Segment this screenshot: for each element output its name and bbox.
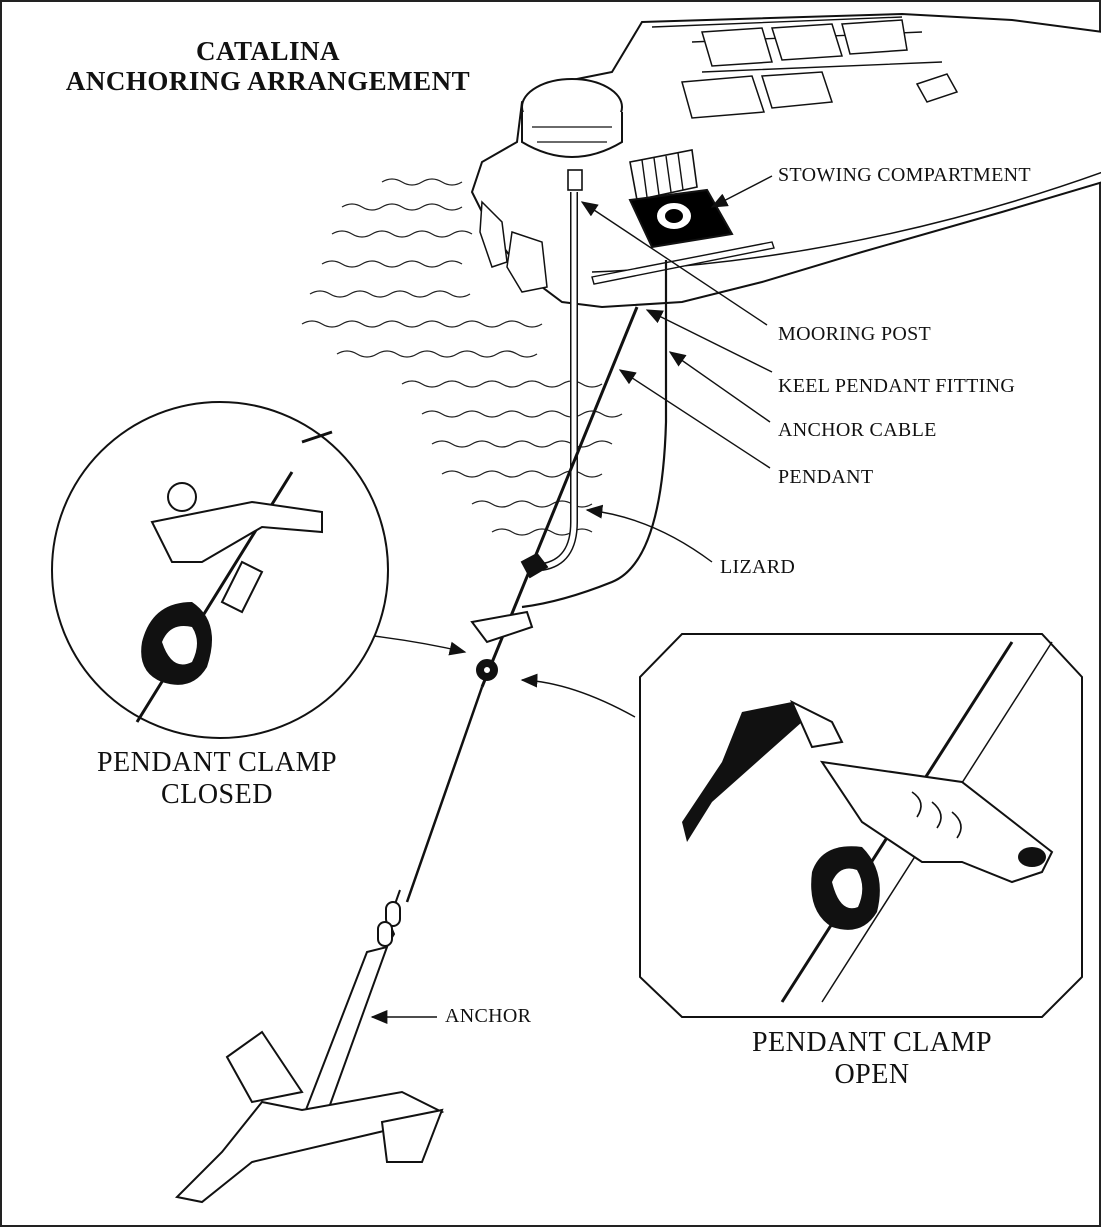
label-keel-pendant-fitting: KEEL PENDANT FITTING <box>778 375 1015 398</box>
title-line-2: ANCHORING ARRANGEMENT <box>38 66 498 96</box>
label-anchor: ANCHOR <box>445 1005 531 1028</box>
caption-closed-line-1: PENDANT CLAMP <box>62 747 372 779</box>
label-anchor-cable: ANCHOR CABLE <box>778 419 937 442</box>
diagram-title: CATALINA ANCHORING ARRANGEMENT <box>38 36 498 96</box>
caption-clamp-closed: PENDANT CLAMP CLOSED <box>62 747 372 811</box>
inset-open <box>640 634 1082 1017</box>
caption-open-line-1: PENDANT CLAMP <box>717 1027 1027 1059</box>
caption-clamp-open: PENDANT CLAMP OPEN <box>717 1027 1027 1091</box>
title-line-1: CATALINA <box>38 36 498 66</box>
inset-closed <box>52 402 388 738</box>
caption-open-line-2: OPEN <box>717 1059 1027 1091</box>
label-mooring-post: MOORING POST <box>778 323 931 346</box>
label-pendant: PENDANT <box>778 466 873 489</box>
label-stowing-compartment: STOWING COMPARTMENT <box>778 164 1031 187</box>
pendant-clamp-center <box>472 554 547 680</box>
label-lizard: LIZARD <box>720 556 795 579</box>
caption-closed-line-2: CLOSED <box>62 779 372 811</box>
anchor-shape <box>177 890 442 1202</box>
aircraft-hull <box>472 14 1101 307</box>
